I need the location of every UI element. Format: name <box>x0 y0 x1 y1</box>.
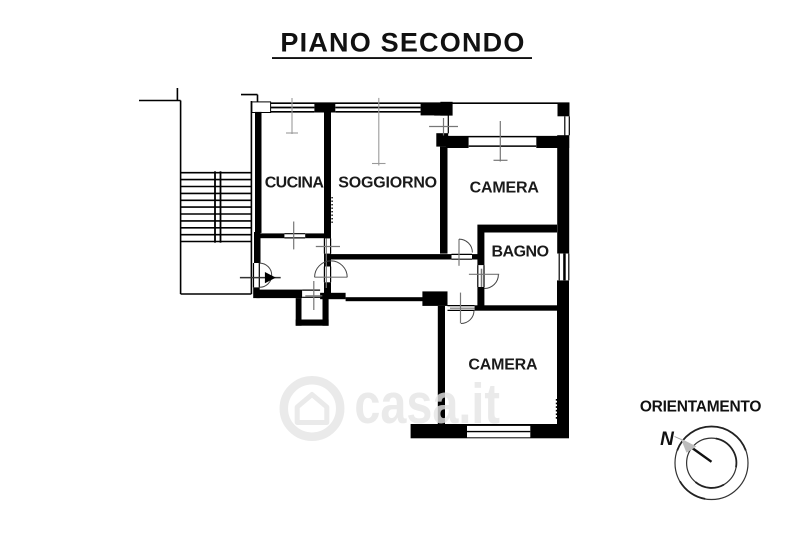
svg-text:CAMERA: CAMERA <box>470 180 540 197</box>
svg-text:N: N <box>660 429 675 450</box>
svg-text:CAMERA: CAMERA <box>468 357 538 374</box>
svg-text:BAGNO: BAGNO <box>491 244 548 261</box>
svg-text:PIANO SECONDO: PIANO SECONDO <box>280 28 525 58</box>
svg-text:casa.it: casa.it <box>354 373 499 436</box>
svg-text:SOGGIORNO: SOGGIORNO <box>338 175 437 192</box>
svg-text:ORIENTAMENTO: ORIENTAMENTO <box>640 399 761 416</box>
svg-text:CUCINA: CUCINA <box>265 175 325 192</box>
